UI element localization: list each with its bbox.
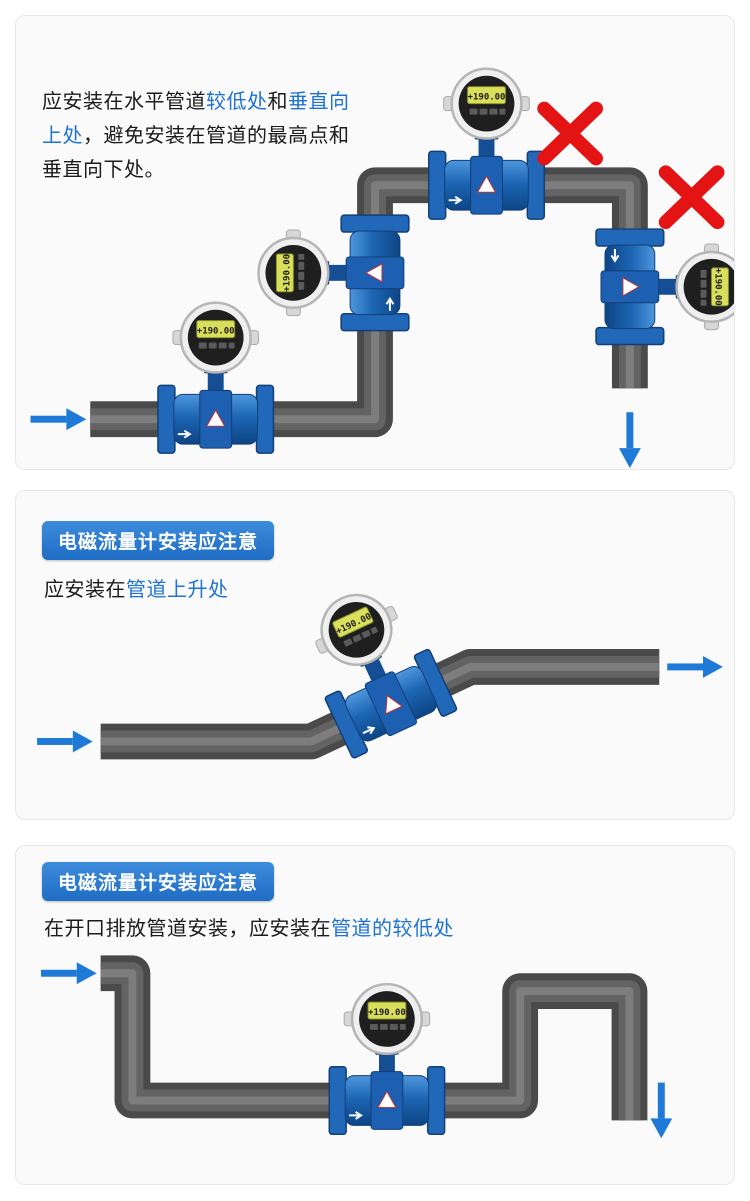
section-title-badge: 电磁流量计安装应注意	[42, 862, 275, 901]
text-segment-highlight: 较低处	[206, 89, 268, 113]
meter-display: +190.00	[468, 93, 506, 103]
panel3-description: 在开口排放管道安装，应安装在管道的较低处	[44, 912, 454, 941]
text-segment: 和	[267, 89, 288, 113]
flow-meter: +190.00	[257, 213, 411, 332]
text-segment-highlight: 垂直向	[288, 89, 350, 113]
meter-display: +190.00	[197, 327, 235, 337]
panel2-diagram: +190.00	[37, 572, 723, 760]
section-title-badge: 电磁流量计安装应注意	[42, 521, 275, 560]
panel1-description: 应安装在水平管道较低处和垂直向 上处，避免安装在管道的最高点和 垂直向下处。	[42, 84, 382, 186]
flow-meter: +190.00	[427, 67, 546, 221]
text-segment: 垂直向下处。	[42, 157, 165, 181]
text-segment-highlight: 管道上升处	[126, 577, 229, 601]
text-segment: 应安装在	[44, 577, 126, 601]
flow-meter: +190.00	[288, 572, 459, 760]
flow-direction-arrow-icon	[30, 408, 87, 431]
flow-meter: +190.00	[156, 301, 275, 455]
wrong-position-x-icon	[544, 109, 596, 159]
panel1-text-line: 垂直向下处。	[42, 152, 382, 186]
text-segment-highlight: 上处	[42, 123, 83, 147]
flow-direction-arrow-icon	[618, 412, 641, 469]
panel-open-discharge-install: 电磁流量计安装应注意 在开口排放管道安装，应安装在管道的较低处 +190.00	[15, 845, 735, 1185]
panel1-text-line: 应安装在水平管道较低处和垂直向	[42, 84, 382, 118]
flow-direction-arrow-icon	[40, 962, 97, 985]
flow-direction-arrow-icon	[37, 730, 93, 753]
flow-direction-arrow-icon	[667, 655, 723, 678]
meter-display: +190.00	[368, 1008, 406, 1018]
flow-meter: +190.00	[328, 982, 446, 1136]
meter-display: +190.00	[712, 268, 722, 306]
flow-meter: +190.00	[594, 227, 734, 346]
flow-direction-arrow-icon	[650, 1082, 673, 1139]
text-segment-highlight: 管道的较低处	[331, 916, 454, 940]
panel3-diagram: +190.00	[40, 955, 673, 1139]
text-segment: ，避免安装在管道的最高点和	[83, 123, 350, 147]
panel-rising-pipe-install: 电磁流量计安装应注意 应安装在管道上升处 +190.00	[15, 490, 735, 820]
text-segment: 应安装在水平管道	[42, 89, 206, 113]
panel-horizontal-install-rules: 应安装在水平管道较低处和垂直向 上处，避免安装在管道的最高点和 垂直向下处。 +…	[15, 15, 735, 470]
panel1-diagram: +190.00 +190.00 +190.00 +190.00	[30, 67, 734, 469]
meter-display: +190.00	[282, 254, 292, 292]
panel1-text-line: 上处，避免安装在管道的最高点和	[42, 118, 382, 152]
panel2-description: 应安装在管道上升处	[44, 573, 229, 602]
text-segment: 在开口排放管道安装，应安装在	[44, 916, 331, 940]
pipe	[100, 955, 648, 1121]
wrong-position-x-icon	[666, 172, 718, 222]
